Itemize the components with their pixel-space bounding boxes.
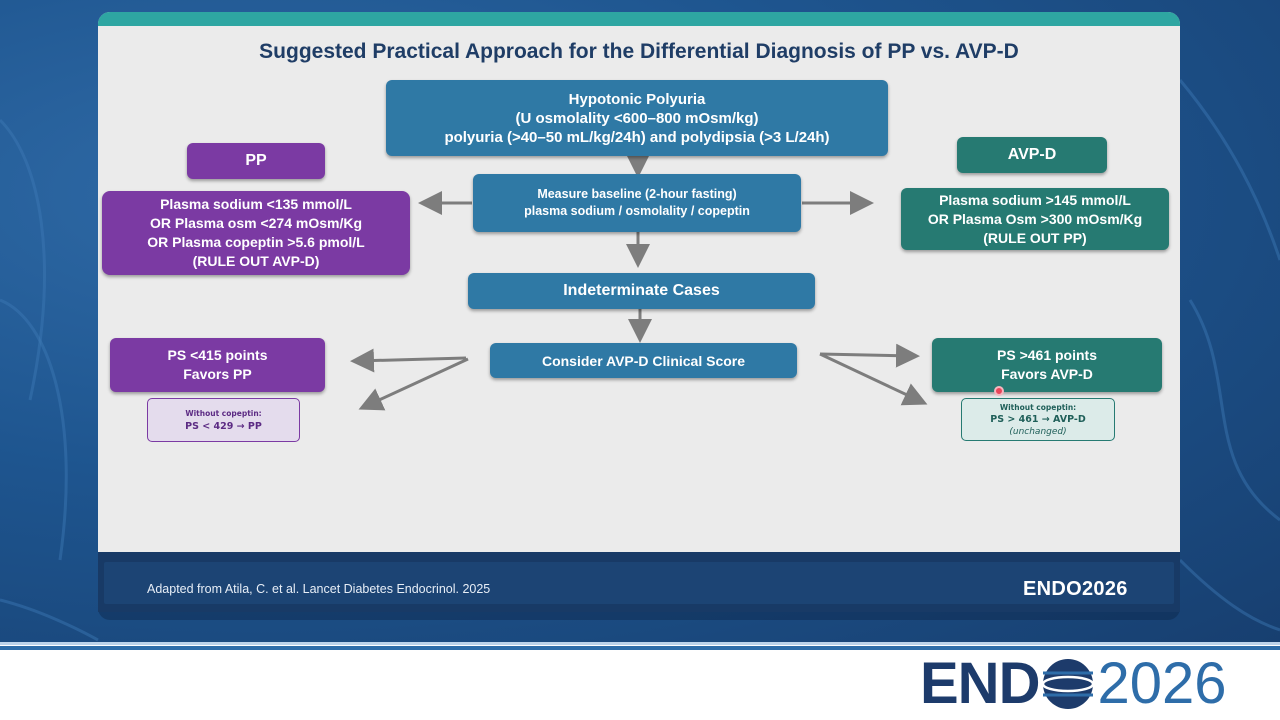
avpd-note-unchanged: (unchanged)	[1009, 426, 1067, 437]
measure-baseline-line1: Measure baseline (2-hour fasting)	[537, 187, 737, 201]
globe-icon	[1042, 659, 1095, 709]
endo-logo: END 2026	[920, 655, 1227, 713]
slide-title: Suggested Practical Approach for the Dif…	[259, 40, 1019, 63]
avpd-criteria-rule-out: (RULE OUT PP)	[983, 229, 1087, 246]
bottom-divider-blue	[0, 646, 1280, 650]
ps-pp-box: PS <415 points Favors PP	[110, 338, 325, 392]
neuron-background-art	[0, 79, 1280, 642]
arrow-score-to-pp-note	[358, 357, 469, 411]
pp-criteria-osm: OR Plasma osm <274 mOsm/Kg	[149, 215, 363, 231]
slide-footer	[98, 552, 1180, 612]
citation-text: Adapted from Atila, C. et al. Lancet Dia…	[147, 582, 491, 596]
ps-avpd-box: PS >461 points Favors AVP-D	[932, 338, 1162, 392]
bottom-divider-light	[0, 642, 1280, 645]
measure-baseline-box: Measure baseline (2-hour fasting) plasma…	[473, 174, 801, 232]
logo-year-text: 2026	[1097, 651, 1227, 716]
ps-avpd-threshold: PS >461 points	[997, 347, 1097, 363]
hypotonic-polyuria-osmolality: (U osmolality <600–800 mOsm/kg)	[515, 109, 759, 127]
avpd-criteria-box: Plasma sodium >145 mmol/L OR Plasma Osm …	[901, 188, 1169, 250]
slide: Suggested Practical Approach for the Dif…	[98, 12, 1180, 612]
arrow-score-to-pp-score	[350, 348, 467, 373]
pp-criteria-sodium: Plasma sodium <135 mmol/L	[160, 196, 352, 212]
ps-avpd-favors: Favors AVP-D	[1001, 366, 1093, 382]
measure-baseline-line2: plasma sodium / osmolality / copeptin	[524, 204, 750, 218]
flow-arrows	[350, 154, 928, 411]
pp-criteria-copeptin: OR Plasma copeptin >5.6 pmol/L	[147, 234, 365, 250]
pp-criteria-box: Plasma sodium <135 mmol/L OR Plasma osm …	[102, 191, 410, 275]
avpd-note-heading: Without copeptin:	[999, 402, 1077, 412]
slide-accent-bar	[98, 12, 1180, 26]
hypotonic-polyuria-box: Hypotonic Polyuria (U osmolality <600–80…	[386, 80, 888, 156]
avpd-criteria-osm: OR Plasma Osm >300 mOsm/Kg	[927, 210, 1143, 227]
footer-brand: ENDO2026	[1023, 578, 1128, 600]
pp-without-copeptin-note: Without copeptin: PS < 429 → PP	[147, 398, 300, 442]
pp-label-box: PP	[187, 143, 325, 179]
hypotonic-polyuria-criteria: polyuria (>40–50 mL/kg/24h) and polydips…	[444, 128, 830, 146]
avpd-without-copeptin-note: Without copeptin: PS > 461 → AVP-D (unch…	[961, 398, 1115, 441]
avpd-label-box: AVP-D	[957, 137, 1107, 173]
pp-criteria-rule-out: (RULE OUT AVP-D)	[192, 253, 320, 269]
logo-end-text: END	[920, 651, 1040, 716]
laser-pointer-dot	[994, 386, 1004, 396]
avpd-criteria-sodium: Plasma sodium >145 mmol/L	[939, 191, 1131, 208]
clinical-score-box: Consider AVP-D Clinical Score	[490, 343, 797, 378]
hypotonic-polyuria-title: Hypotonic Polyuria	[568, 90, 706, 108]
indeterminate-cases-box: Indeterminate Cases	[468, 273, 815, 309]
arrow-score-to-avpd-score	[819, 343, 920, 368]
slide-footer-panel	[104, 562, 1174, 604]
ps-pp-threshold: PS <415 points	[167, 347, 268, 363]
avpd-note-rule: PS > 461 → AVP-D	[990, 413, 1086, 425]
pp-note-heading: Without copeptin:	[185, 408, 262, 418]
arrow-score-to-avpd-note	[819, 352, 928, 406]
ps-pp-favors: Favors PP	[183, 366, 252, 382]
pp-note-rule: PS < 429 → PP	[185, 420, 262, 432]
